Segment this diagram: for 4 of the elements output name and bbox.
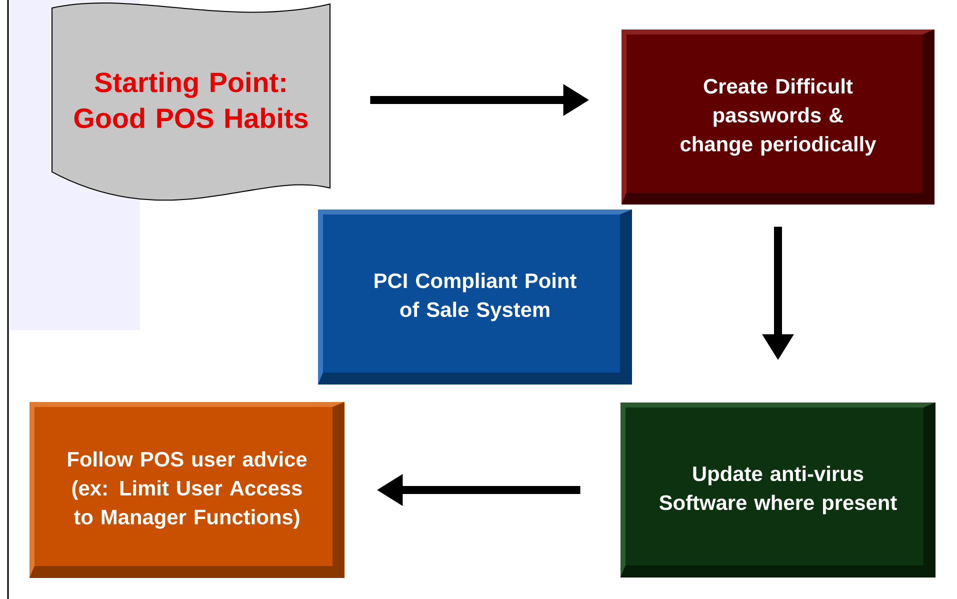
process-box: PCI Compliant Point of Sale System [318,210,632,384]
process-box: Update anti-virus Software where present [620,402,936,578]
process-box: Follow POS user advice (ex: Limit User Access to Manager Functions) [30,402,344,578]
process-box: Create Difficult passwords & change periodically [622,30,934,204]
